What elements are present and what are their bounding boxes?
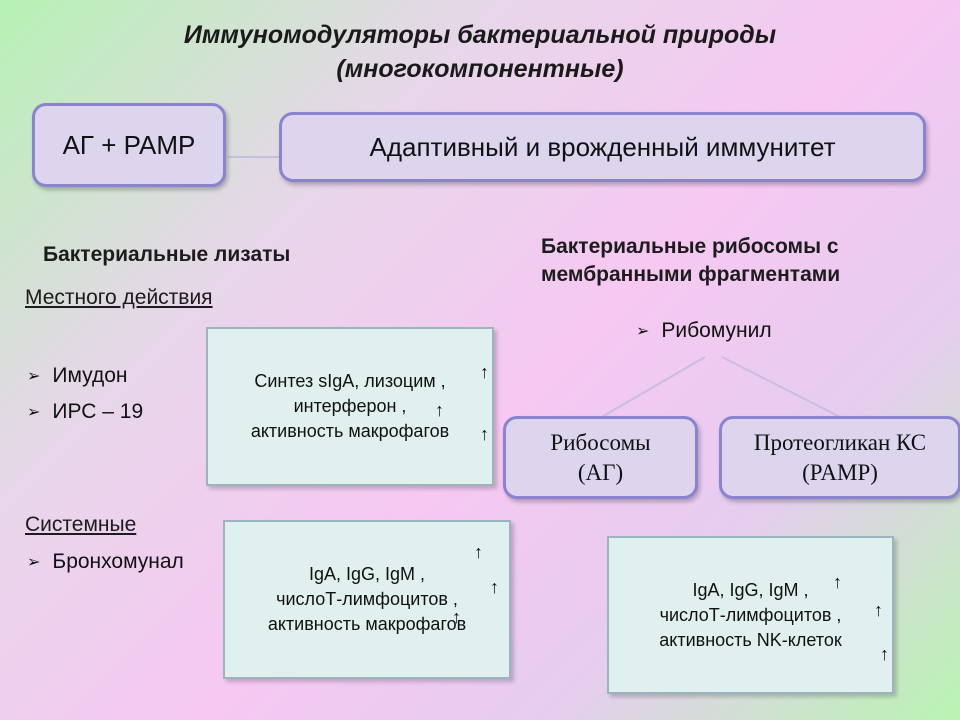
up-arrow-icon: ↑ (480, 362, 489, 382)
local-effect-line-1: Синтез sIgA, лизоцим , (254, 371, 446, 391)
systemic-effect-line-2: числоТ-лимфоцитов , (276, 589, 458, 609)
up-arrow-icon: ↑ (480, 424, 489, 444)
list-item-label: Рибомунил (661, 319, 772, 342)
local-effect-line-3: активность макрофагов (250, 421, 450, 441)
local-effect-line-2: интерферон , (293, 396, 407, 416)
systemic-effect-line-1: IgA, IgG, IgM , (308, 564, 426, 584)
ribomunil-effect-line-3: активность NK-клеток (659, 629, 842, 650)
up-arrow-icon: ↑ (490, 577, 499, 597)
proteoglycan-box-line-1: Протеогликан КС (753, 429, 927, 455)
immunity-label: Адаптивный и врожденный иммунитет (369, 131, 836, 162)
ag-pamp-label: АГ + PAMP (62, 129, 196, 160)
up-arrow-icon: ↑ (880, 644, 889, 664)
local-action-label: Местного действия (25, 286, 213, 309)
ribosomes-heading-line-1: Бактериальные рибосомы с (541, 235, 839, 258)
proteoglycan-box-line-2: (PAMP) (802, 459, 878, 485)
ribosomes-box-line-2: (АГ) (577, 459, 624, 485)
up-arrow-icon: ↑ (452, 607, 461, 627)
up-arrow-icon: ↑ (435, 400, 444, 420)
list-item-irs19: ➢ ИРС – 19 (27, 400, 143, 424)
bullet-arrow-icon: ➢ (27, 554, 41, 571)
title-line-2: (многокомпонентные) (336, 55, 624, 83)
systemic-label: Системные (25, 513, 137, 536)
ribomunil-effects-box: IgA, IgG, IgM , числоТ-лимфоцитов , акти… (607, 536, 894, 694)
up-arrow-icon: ↑ (833, 572, 842, 592)
ribosomes-heading: Бактериальные рибосомы с мембранными фра… (541, 233, 840, 289)
ribosomes-box: Рибосомы (АГ) (503, 416, 698, 499)
up-arrow-icon: ↑ (474, 542, 483, 562)
systemic-effects-box: IgA, IgG, IgM , числоТ-лимфоцитов , акти… (223, 520, 511, 679)
ribosomes-heading-line-2: мембранными фрагментами (541, 263, 841, 286)
ag-pamp-box: АГ + PAMP (32, 103, 226, 187)
ribosomes-box-line-1: Рибосомы (550, 429, 651, 455)
ribomunil-effect-line-1: IgA, IgG, IgM , (692, 579, 809, 600)
list-item-imudon: ➢ Имудон (27, 364, 128, 388)
bullet-arrow-icon: ➢ (636, 323, 650, 340)
list-item-label: Бронхомунал (52, 550, 184, 573)
list-item-bronchomunal: ➢ Бронхомунал (27, 550, 184, 574)
up-arrow-icon: ↑ (874, 600, 883, 620)
proteoglycan-box: Протеогликан КС (PAMP) (719, 416, 960, 499)
connector-to-proteoglycan (721, 356, 843, 419)
local-effects-box: Синтез sIgA, лизоцим , интерферон , акти… (206, 327, 494, 486)
list-item-label: Имудон (52, 364, 128, 387)
immunity-box: Адаптивный и врожденный иммунитет (279, 112, 926, 182)
list-item-label: ИРС – 19 (52, 400, 144, 423)
bullet-arrow-icon: ➢ (27, 368, 41, 385)
list-item-ribomunil: ➢ Рибомунил (636, 319, 772, 343)
ribomunil-effect-line-2: числоТ-лимфоцитов , (659, 604, 842, 625)
lysates-heading: Бактериальные лизаты (43, 243, 291, 266)
systemic-effect-line-3: активность макрофагов (267, 614, 467, 634)
connector-to-ribosomes (599, 356, 706, 419)
title-line-1: Иммуномодуляторы бактериальной природы (183, 21, 777, 49)
slide-title: Иммуномодуляторы бактериальной природы (… (0, 18, 960, 86)
bullet-arrow-icon: ➢ (27, 404, 41, 421)
